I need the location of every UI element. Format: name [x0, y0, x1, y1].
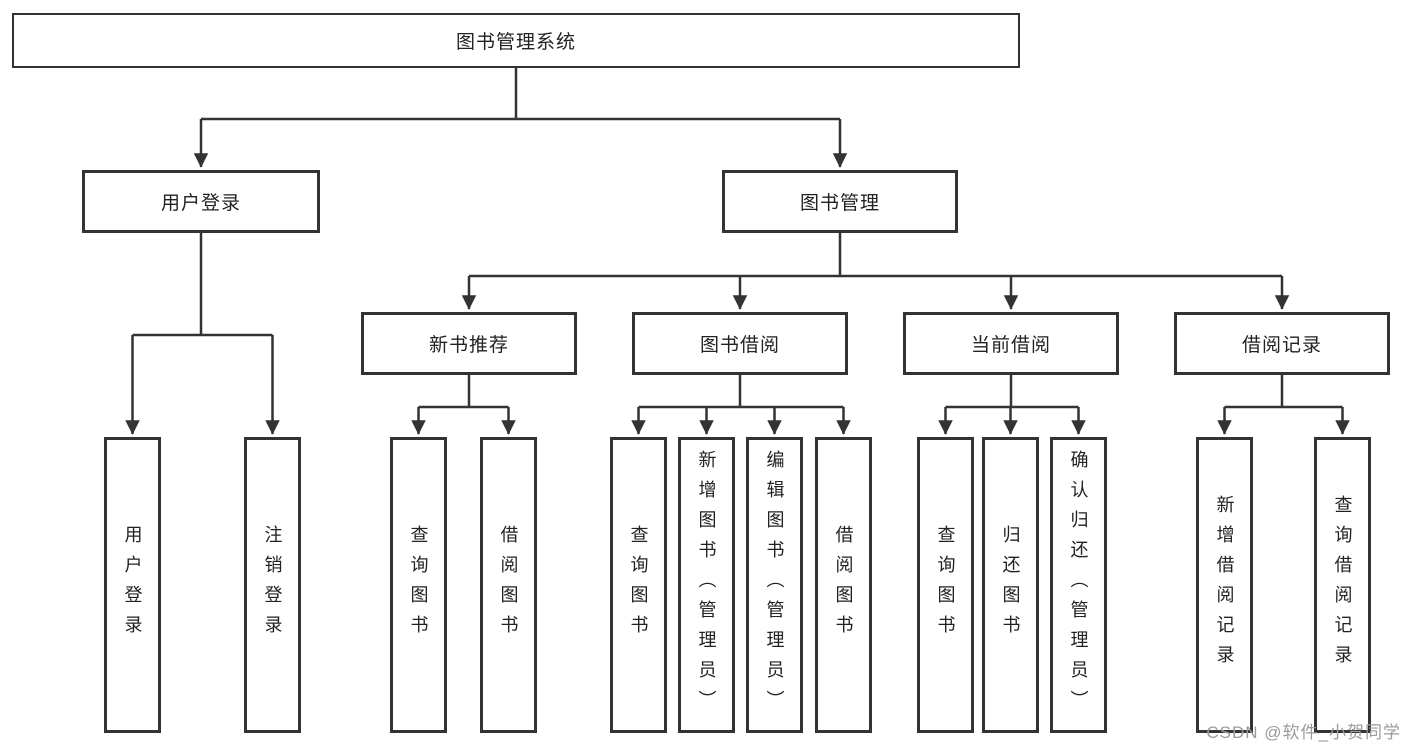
node-leaf-query-books-3: 查询图书	[917, 437, 974, 733]
node-user-login-branch: 用户登录	[82, 170, 320, 233]
node-leaf-borrow-books-2: 借阅图书	[815, 437, 872, 733]
node-leaf-borrow-books-1: 借阅图书	[480, 437, 537, 733]
connector-book-borrow	[638, 375, 844, 409]
node-current-borrowing: 当前借阅	[903, 312, 1119, 375]
connector-new-book	[418, 375, 509, 409]
node-leaf-query-books-2: 查询图书	[610, 437, 667, 733]
connector-current-borrow	[945, 375, 1079, 409]
node-book-management-branch: 图书管理	[722, 170, 958, 233]
node-leaf-logout: 注销登录	[244, 437, 301, 733]
node-leaf-add-book-admin: 新增图书（管理员）	[678, 437, 735, 733]
csdn-watermark: CSDN @软件_小贺同学	[1206, 723, 1401, 742]
connector-user-login	[132, 233, 273, 337]
node-leaf-return-book: 归还图书	[982, 437, 1039, 733]
node-leaf-user-login: 用户登录	[104, 437, 161, 733]
node-library-management-system: 图书管理系统	[12, 13, 1020, 68]
connector-root	[201, 68, 840, 121]
node-new-book-recommend: 新书推荐	[361, 312, 577, 375]
node-leaf-query-borrow-record: 查询借阅记录	[1314, 437, 1371, 733]
connector-borrow-record	[1224, 375, 1343, 409]
node-leaf-confirm-return-admin: 确认归还（管理员）	[1050, 437, 1107, 733]
node-leaf-edit-book-admin: 编辑图书（管理员）	[746, 437, 803, 733]
node-leaf-add-borrow-record: 新增借阅记录	[1196, 437, 1253, 733]
node-book-borrowing: 图书借阅	[632, 312, 848, 375]
node-leaf-query-books-1: 查询图书	[390, 437, 447, 733]
connector-book-management	[469, 233, 1282, 278]
node-borrowing-records: 借阅记录	[1174, 312, 1390, 375]
